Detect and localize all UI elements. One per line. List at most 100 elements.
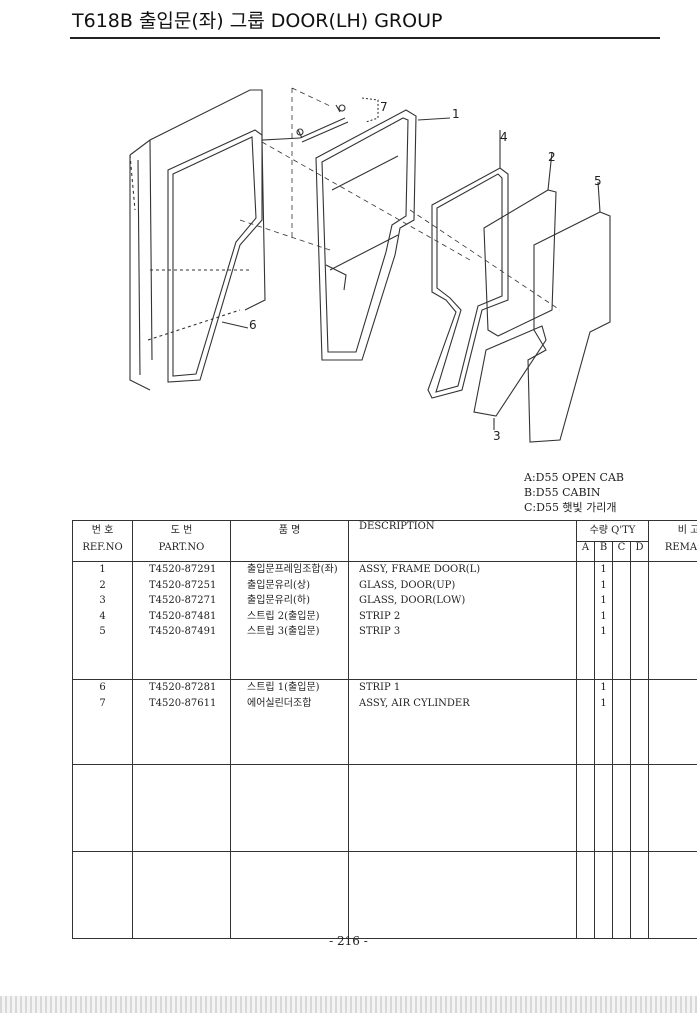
- qty-a-column: [576, 561, 595, 680]
- legend-line: C:D55 햇빛 가리개: [524, 501, 617, 514]
- qty-b: 1: [600, 610, 607, 622]
- qty-d: [631, 680, 648, 696]
- remark-column: [648, 679, 697, 765]
- model-legend: A:D55 OPEN CAB B:D55 CABIN C:D55 햇빛 가리개: [524, 470, 624, 515]
- part-name-kor: 출입문프레임조합(좌): [247, 564, 338, 575]
- callout-7: 7: [380, 100, 388, 114]
- header-ref-kor: 번 호: [72, 520, 133, 542]
- part-name-kor: 스트립 1(출입문): [247, 682, 320, 693]
- part-no: T4520-87281: [149, 682, 217, 693]
- remark-column: [648, 561, 697, 680]
- part-no: T4520-87251: [149, 579, 217, 591]
- cab-frame: [129, 89, 301, 391]
- part-description: GLASS, DOOR(LOW): [359, 595, 466, 606]
- part-description: ASSY, FRAME DOOR(L): [359, 564, 481, 575]
- qty-c: [613, 696, 630, 712]
- name-kor-column: 스트립 1(출입문) 에어실린더조합: [230, 679, 349, 765]
- ref-column: 1 2 3 4 5: [72, 561, 133, 680]
- strip-2-part: [427, 167, 509, 399]
- header-part-eng: PART.NO: [132, 541, 231, 562]
- header-qty-b: B: [594, 541, 613, 562]
- name-kor-column: 출입문프레임조합(좌) 출입문유리(상) 출입문유리(하) 스트립 2(출입문)…: [230, 561, 349, 680]
- qty-d: [631, 578, 648, 594]
- ref-no: 4: [99, 610, 106, 622]
- qty-a: [577, 624, 594, 640]
- table-header-row: REF.NO PART.NO A B C D REMARK: [72, 541, 697, 562]
- qty-c: [613, 562, 630, 578]
- callout-4: 4: [500, 130, 508, 144]
- qty-c: [613, 593, 630, 609]
- callout-2: 2: [548, 150, 556, 164]
- part-name-kor: 스트립 2(출입문): [247, 610, 320, 622]
- qty-d: [631, 562, 648, 578]
- callout-5: 5: [594, 174, 602, 188]
- part-name-kor: 스트립 3(출입문): [247, 626, 320, 637]
- part-column: T4520-87291 T4520-87251 T4520-87271 T452…: [132, 561, 231, 680]
- part-description: STRIP 1: [359, 682, 401, 693]
- qty-c: [613, 624, 630, 640]
- door-frame-part: [315, 109, 417, 361]
- header-part-kor: 도 번: [132, 520, 231, 542]
- qty-a: [577, 562, 594, 578]
- qty-a: [577, 593, 594, 609]
- strip-1-part: [167, 129, 263, 383]
- callout-6: 6: [249, 318, 257, 332]
- qty-c-column: [612, 679, 631, 765]
- air-cylinder-part: [297, 104, 349, 143]
- qty-b: 1: [600, 579, 607, 591]
- part-description: ASSY, AIR CYLINDER: [359, 697, 470, 709]
- part-no: T4520-87481: [149, 610, 217, 622]
- part-description: GLASS, DOOR(UP): [359, 579, 456, 591]
- part-name-kor: 에어실린더조합: [247, 697, 312, 709]
- strip-3-part: [527, 211, 611, 443]
- header-description: DESCRIPTION: [348, 520, 577, 562]
- ref-column: 6 7: [72, 679, 133, 765]
- qty-a: [577, 609, 594, 625]
- qty-b: 1: [600, 697, 607, 709]
- header-ref-eng: REF.NO: [72, 541, 133, 562]
- qty-b: 1: [600, 564, 607, 575]
- qty-a: [577, 680, 594, 696]
- glass-low-part: [473, 325, 547, 417]
- table-row-group-empty: [72, 764, 697, 852]
- parts-table: 번 호 도 번 품 명 DESCRIPTION 수량 Q'TY 비 고 REF.…: [72, 520, 697, 939]
- callout-3: 3: [493, 429, 501, 443]
- ref-no: 2: [99, 579, 106, 591]
- qty-b: 1: [600, 626, 607, 637]
- part-name-kor: 출입문유리(상): [247, 579, 311, 591]
- qty-d-column: [630, 679, 649, 765]
- qty-d: [631, 609, 648, 625]
- qty-c: [613, 680, 630, 696]
- part-no: T4520-87291: [149, 564, 217, 575]
- part-no: T4520-87491: [149, 626, 217, 637]
- part-column: T4520-87281 T4520-87611: [132, 679, 231, 765]
- page-title: T618B 출입문(좌) 그룹 DOOR(LH) GROUP: [72, 10, 443, 32]
- ref-no: 6: [99, 682, 106, 693]
- description-column: STRIP 1 ASSY, AIR CYLINDER: [348, 679, 577, 765]
- legend-line: A:D55 OPEN CAB: [524, 471, 624, 484]
- part-description: STRIP 2: [359, 610, 401, 622]
- qty-c: [613, 609, 630, 625]
- ref-no: 3: [99, 595, 106, 606]
- table-row-group-empty: [72, 851, 697, 939]
- title-rule: [70, 37, 660, 39]
- table-header-row: 번 호 도 번 품 명 DESCRIPTION 수량 Q'TY 비 고: [72, 520, 697, 562]
- part-name-kor: 출입문유리(하): [247, 595, 311, 606]
- qty-c: [613, 578, 630, 594]
- header-qty-c: C: [612, 541, 631, 562]
- qty-d-column: [630, 561, 649, 680]
- ref-no: 5: [99, 626, 106, 637]
- qty-a-column: [576, 679, 595, 765]
- qty-b-column: 1 1 1 1 1: [594, 561, 613, 680]
- ref-no: 7: [99, 697, 106, 709]
- callout-1: 1: [452, 107, 460, 121]
- legend-line: B:D55 CABIN: [524, 486, 601, 499]
- ref-no: 1: [99, 564, 106, 575]
- qty-d: [631, 593, 648, 609]
- qty-a: [577, 696, 594, 712]
- qty-c-column: [612, 561, 631, 680]
- qty-b-column: 1 1: [594, 679, 613, 765]
- part-description: STRIP 3: [359, 626, 401, 637]
- page-number: - 216 -: [329, 934, 368, 948]
- part-no: T4520-87611: [149, 697, 217, 709]
